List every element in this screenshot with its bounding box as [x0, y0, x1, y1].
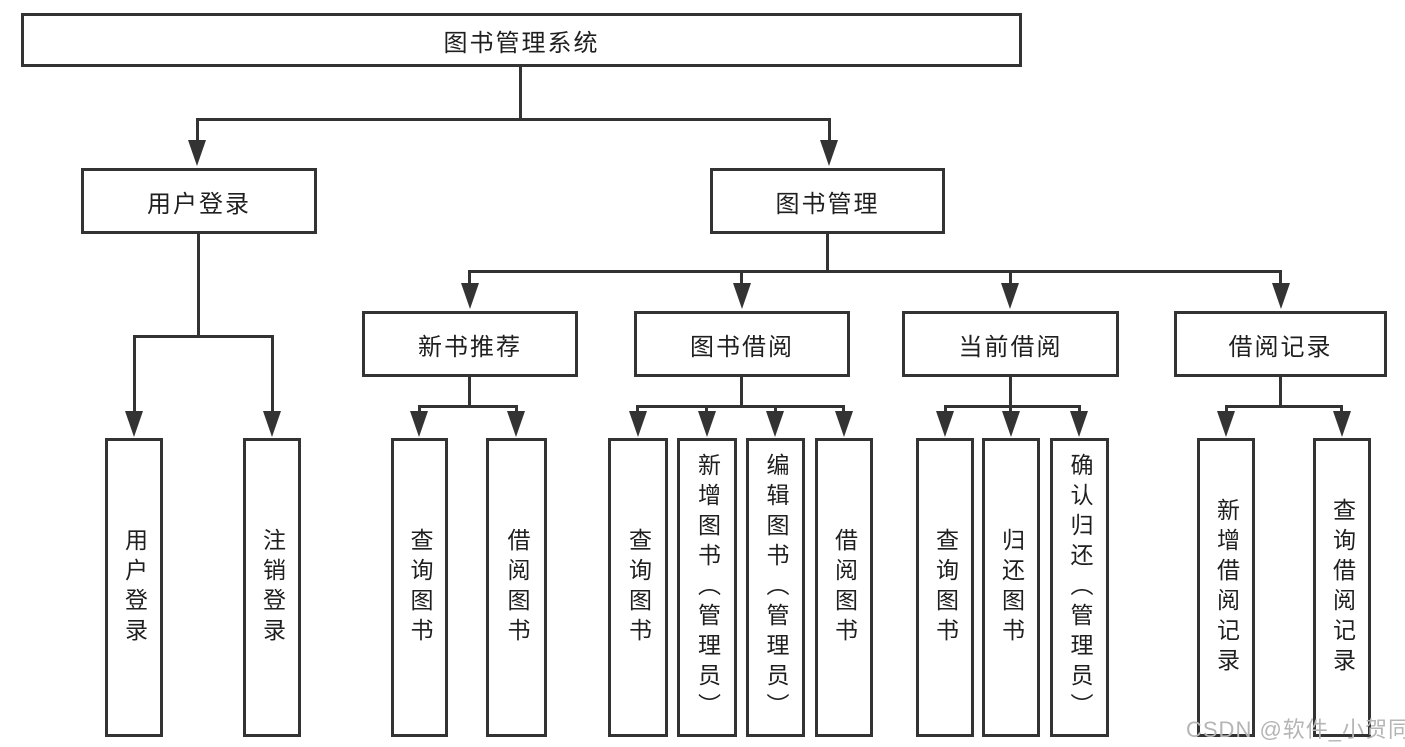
arrowhead-borrow-records-icon	[1272, 283, 1290, 309]
arrowhead-currentborrow-leaf2-icon	[1002, 411, 1020, 437]
arrowhead-new-book-icon	[461, 283, 479, 309]
edge-l2-drop3	[1009, 270, 1012, 285]
node-user-login-branch-label: 用户登录	[147, 190, 251, 218]
arrowhead-currentborrow-leaf3-icon	[1070, 411, 1088, 437]
leaf-current-return-label: 归还图书	[998, 527, 1025, 648]
leaf-borrow-book-label: 借阅图书	[831, 527, 858, 648]
edge-newbook-bus	[418, 405, 518, 408]
node-root: 图书管理系统	[21, 13, 1022, 67]
node-book-borrow: 图书借阅	[634, 311, 850, 377]
edge-currentborrow-bus	[944, 405, 1081, 408]
leaf-borrow-add-admin: 新增图书（管理员）	[677, 438, 737, 737]
node-borrow-records-label: 借阅记录	[1228, 333, 1333, 361]
edge-userlogin-stem	[197, 234, 200, 337]
edge-bookborrow-drop3	[774, 405, 777, 414]
node-book-borrow-label: 图书借阅	[690, 333, 794, 361]
node-borrow-records: 借阅记录	[1174, 311, 1387, 377]
edge-l2-drop2	[740, 270, 743, 285]
node-root-label: 图书管理系统	[443, 29, 600, 57]
leaf-borrow-edit-admin: 编辑图书（管理员）	[746, 438, 805, 737]
leaf-borrow-add-admin-label: 新增图书（管理员）	[694, 452, 721, 723]
leaf-user-login-label: 用户登录	[121, 527, 148, 648]
edge-book-mgmt-drop	[828, 118, 831, 142]
arrowhead-bookborrow-leaf3-icon	[766, 411, 784, 437]
arrowhead-bookborrow-leaf2-icon	[698, 411, 716, 437]
edge-currentborrow-stem	[1009, 377, 1012, 407]
edge-records-drop1	[1225, 405, 1228, 414]
edge-records-drop2	[1340, 405, 1343, 414]
edge-l2-drop1	[468, 270, 471, 285]
arrowhead-bookborrow-leaf4-icon	[835, 411, 853, 437]
edge-bookborrow-drop1	[636, 405, 639, 414]
leaf-newbook-query: 查询图书	[391, 438, 448, 737]
edge-root-stem	[519, 67, 522, 120]
leaf-current-query: 查询图书	[916, 438, 974, 737]
edge-bookborrow-drop4	[842, 405, 845, 414]
arrowhead-newbook-leaf1-icon	[410, 411, 428, 437]
leaf-logout-label: 注销登录	[259, 527, 286, 648]
arrowhead-records-leaf2-icon	[1333, 411, 1351, 437]
arrowhead-book-borrow-icon	[733, 283, 751, 309]
leaf-record-add-label: 新增借阅记录	[1213, 497, 1240, 678]
arrowhead-records-leaf1-icon	[1217, 411, 1235, 437]
edge-root-bus	[196, 118, 830, 121]
edge-currentborrow-drop3	[1078, 405, 1081, 414]
leaf-current-confirm-admin-label: 确认归还（管理员）	[1067, 452, 1093, 723]
edge-userlogin-drop2	[271, 335, 274, 413]
edge-currentborrow-drop2	[1009, 405, 1012, 414]
leaf-newbook-borrow: 借阅图书	[486, 438, 547, 737]
edge-userlogin-drop1	[133, 335, 136, 413]
arrowhead-userlogin-leaf2-icon	[263, 411, 281, 437]
edge-records-bus	[1225, 405, 1343, 408]
leaf-logout: 注销登录	[243, 438, 301, 737]
edge-newbook-drop1	[418, 405, 421, 414]
node-current-borrow: 当前借阅	[902, 311, 1119, 377]
edge-bookmgmt-bus	[468, 270, 1282, 273]
leaf-newbook-query-label: 查询图书	[407, 527, 433, 648]
leaf-newbook-borrow-label: 借阅图书	[504, 527, 530, 648]
leaf-user-login: 用户登录	[105, 438, 163, 737]
arrowhead-currentborrow-leaf1-icon	[936, 411, 954, 437]
leaf-borrow-query: 查询图书	[608, 438, 668, 737]
edge-bookborrow-bus	[636, 405, 844, 408]
watermark: CSDN @软件_小贺同学	[1186, 717, 1405, 742]
arrowhead-newbook-leaf2-icon	[507, 411, 525, 437]
node-user-login-branch: 用户登录	[81, 168, 317, 234]
node-new-book-recommend: 新书推荐	[362, 311, 578, 377]
leaf-record-add: 新增借阅记录	[1197, 438, 1255, 737]
leaf-borrow-book: 借阅图书	[815, 438, 873, 737]
arrowhead-user-login-icon	[188, 140, 206, 166]
leaf-current-return: 归还图书	[982, 438, 1040, 737]
node-book-management-branch-label: 图书管理	[775, 190, 880, 218]
node-new-book-recommend-label: 新书推荐	[418, 333, 522, 361]
arrowhead-current-borrow-icon	[1001, 283, 1019, 309]
edge-bookborrow-stem	[740, 377, 743, 407]
edge-newbook-drop2	[515, 405, 518, 414]
edge-bookmgmt-stem	[826, 234, 829, 272]
edge-records-stem	[1279, 377, 1282, 407]
edge-l2-drop4	[1279, 270, 1282, 285]
edge-userlogin-bus	[133, 335, 274, 338]
edge-bookborrow-drop2	[705, 405, 708, 414]
node-current-borrow-label: 当前借阅	[958, 333, 1063, 361]
edge-newbook-stem	[468, 377, 471, 407]
leaf-borrow-query-label: 查询图书	[625, 527, 652, 648]
edge-currentborrow-drop1	[944, 405, 947, 414]
leaf-record-query: 查询借阅记录	[1313, 438, 1371, 737]
edge-user-login-drop	[196, 118, 199, 142]
arrowhead-userlogin-leaf1-icon	[125, 411, 143, 437]
node-book-management-branch: 图书管理	[710, 168, 945, 234]
arrowhead-book-mgmt-icon	[820, 140, 838, 166]
leaf-current-query-label: 查询图书	[932, 527, 959, 648]
arrowhead-bookborrow-leaf1-icon	[629, 411, 647, 437]
leaf-borrow-edit-admin-label: 编辑图书（管理员）	[763, 452, 789, 723]
leaf-current-confirm-admin: 确认归还（管理员）	[1050, 438, 1109, 737]
leaf-record-query-label: 查询借阅记录	[1329, 497, 1356, 678]
